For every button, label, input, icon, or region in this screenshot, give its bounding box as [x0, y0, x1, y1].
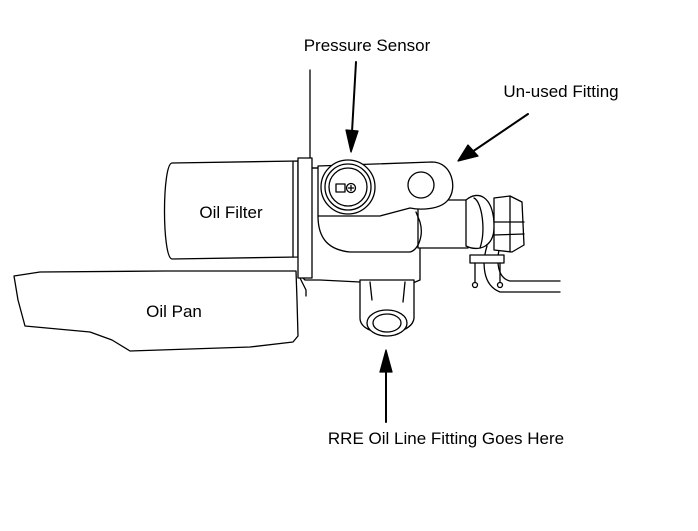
housing-side-boss — [417, 199, 469, 249]
unused-fitting-arrow — [457, 113, 529, 162]
unused-fitting-port — [407, 171, 435, 199]
label-oil-filter: Oil Filter — [199, 203, 263, 222]
rre-fitting-port — [366, 309, 408, 337]
filter-flange — [297, 69, 319, 279]
oil-filter — [163, 160, 299, 260]
rre-fitting-arrow — [379, 349, 393, 423]
label-unused-fitting: Un-used Fitting — [503, 82, 618, 101]
label-oil-pan: Oil Pan — [146, 302, 202, 321]
housing-lower-curve — [317, 211, 422, 253]
pressure-sensor-arrow — [345, 61, 359, 153]
label-pressure-sensor: Pressure Sensor — [304, 36, 431, 55]
oil-pan — [13, 270, 299, 352]
elbow-fitting — [465, 194, 525, 253]
oil-line-tube — [483, 245, 561, 293]
label-rre-fitting: RRE Oil Line Fitting Goes Here — [328, 429, 564, 448]
pressure-sensor — [320, 159, 376, 215]
tube-clamp — [469, 254, 505, 289]
